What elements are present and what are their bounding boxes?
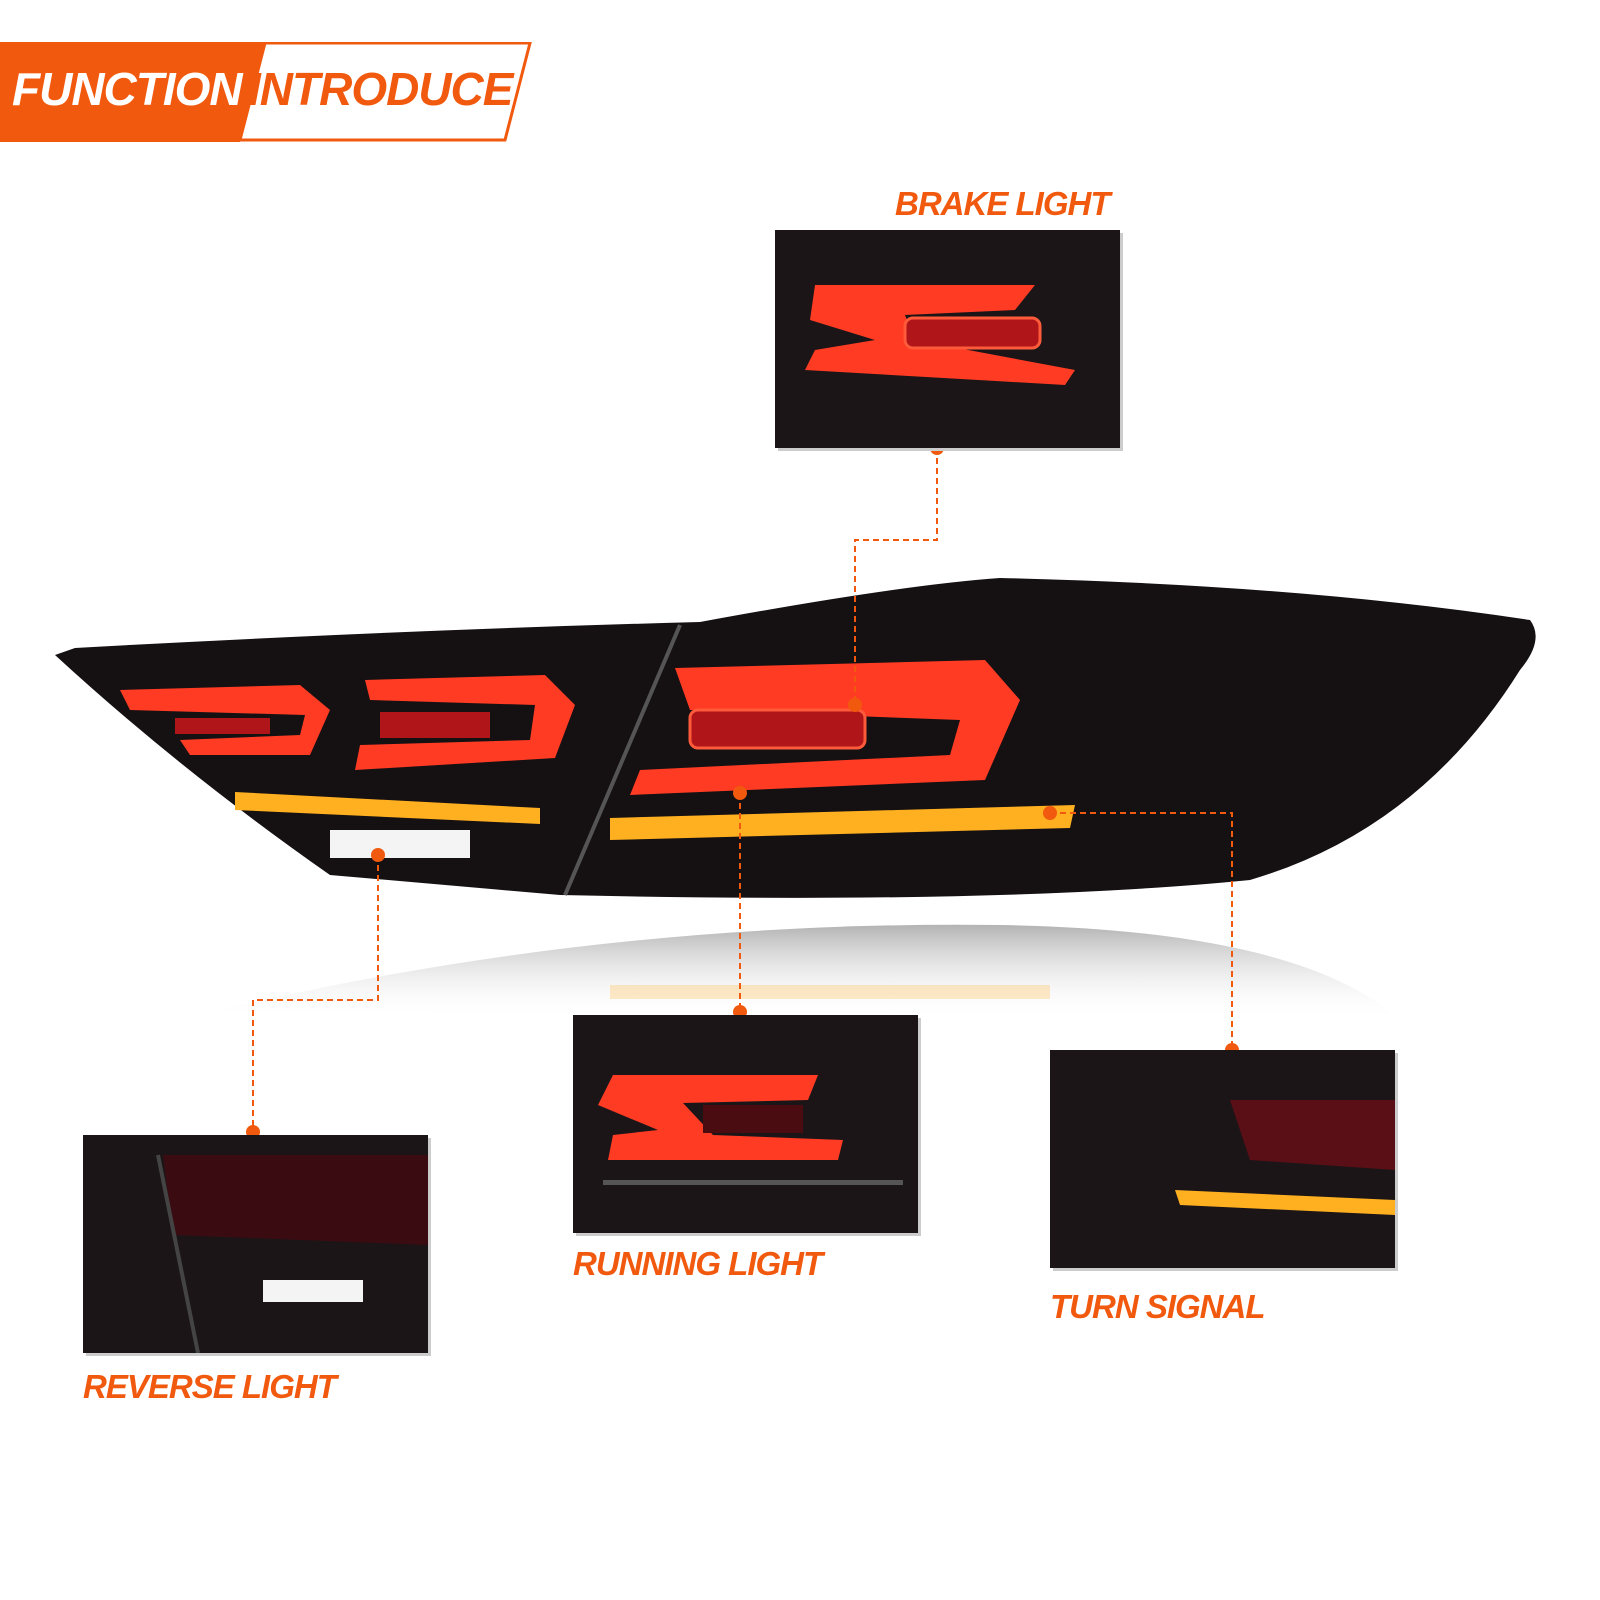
header-title-introduce: INTRODUCE [248,63,513,115]
running-dot [733,786,747,800]
reverse-dot [371,848,385,862]
turn-signal-inset [1050,1050,1395,1268]
running-light-inset [573,1015,918,1233]
header-title-function: FUNCTION [12,63,243,115]
brake-light-label: BRAKE LIGHT [895,185,1110,222]
brake-dot [848,698,862,712]
reverse-light-inset [83,1135,428,1353]
running-light-label: RUNNING LIGHT [573,1245,823,1282]
header-banner [0,42,532,142]
turn-dot [1043,806,1057,820]
turn-signal-label: TURN SIGNAL [1050,1288,1265,1325]
reverse-light-label: REVERSE LIGHT [83,1368,337,1405]
brake-light-inset [775,230,1120,448]
